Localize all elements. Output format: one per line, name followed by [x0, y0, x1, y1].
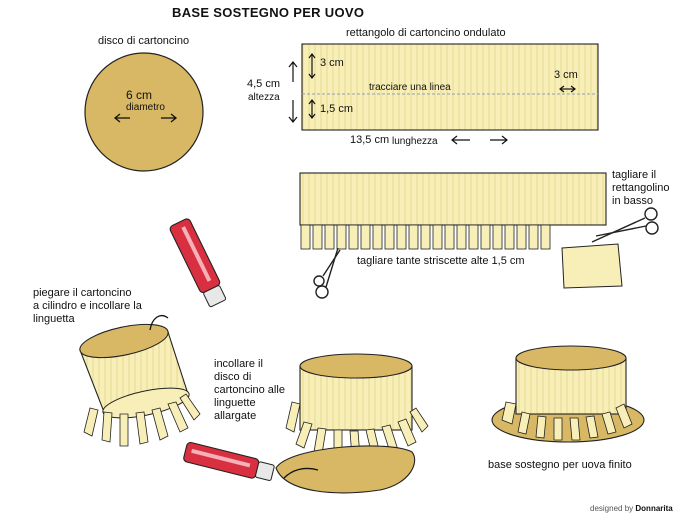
line-instruction: tracciare una linea [369, 82, 451, 93]
page-title: BASE SOSTEGNO PER UOVO [172, 5, 365, 20]
disc-label: disco di cartoncino [98, 35, 190, 47]
cut-instruction-line-1: tagliare il [612, 169, 657, 181]
fringe-strip [324, 224, 335, 250]
fringe-strip [360, 224, 371, 250]
rectangle-label: rettangolo di cartoncino ondulato [346, 27, 506, 39]
fringe-strip [408, 224, 419, 250]
scissors-icon [313, 247, 341, 299]
glue-instruction-line-3: cartoncino alle [214, 384, 285, 396]
credit-prefix: designed by [590, 504, 634, 513]
glue-stick-icon [183, 441, 275, 481]
fringe-strips [83, 393, 201, 447]
fringe-strip [420, 224, 431, 250]
fringe-strip [540, 224, 551, 250]
fold-instruction-line-3: linguetta [33, 313, 75, 325]
length-value: 13,5 cm [350, 134, 390, 146]
pointer-arrow [149, 315, 169, 331]
cardboard-disc [84, 52, 204, 172]
cut-off-strip [561, 243, 623, 289]
fringe-strip [492, 224, 503, 250]
scissors-icon [591, 207, 659, 243]
disc-size: 6 cm [126, 88, 153, 102]
height-word: altezza [248, 92, 280, 103]
fringe-strip [396, 224, 407, 250]
pointer-arrow [283, 467, 319, 479]
fringe-strip [528, 224, 539, 250]
disc-unit: diametro [126, 102, 165, 113]
bottom-band-size: 1,5 cm [320, 103, 354, 115]
cardboard-cylinder [79, 323, 190, 419]
length-word: lunghezza [392, 136, 438, 147]
final-caption: base sostegno per uova finito [488, 459, 632, 471]
glue-stick-icon [169, 218, 227, 308]
fringe-strips [285, 401, 429, 458]
length-dimension-arrows [451, 135, 508, 145]
disc-diameter-arrows [113, 113, 178, 123]
fringe-strip [444, 224, 455, 250]
fringe-strip [516, 224, 527, 250]
glue-instruction-line-4: linguette [214, 397, 256, 409]
top-band-size: 3 cm [320, 57, 344, 69]
fringe-strips [300, 224, 551, 250]
fringe-strip [312, 224, 323, 250]
cardboard-disc [275, 445, 416, 494]
fringe-strip [468, 224, 479, 250]
height-dimension-arrows [288, 53, 576, 123]
fringed-rectangle [299, 172, 607, 226]
fold-instruction-line-2: a cilindro e incollare la [33, 300, 142, 312]
fringe-strip [384, 224, 395, 250]
fringe-strips [501, 401, 633, 441]
finished-egg-stand [491, 345, 645, 443]
fringe-strip [348, 224, 359, 250]
fringe-strip [300, 224, 311, 250]
fringe-strip [336, 224, 347, 250]
fringe-strip [456, 224, 467, 250]
strips-instruction: tagliare tante striscette alte 1,5 cm [357, 255, 525, 267]
fringe-strip [372, 224, 383, 250]
height-value: 4,5 cm [247, 78, 281, 90]
fringe-strip [504, 224, 515, 250]
cut-instruction-line-2: rettangolino [612, 182, 670, 194]
designer-credit: designed by Donnarita [590, 502, 673, 515]
fringe-strip [480, 224, 491, 250]
fringe-strip [432, 224, 443, 250]
glue-instruction-line-2: disco di [214, 371, 252, 383]
corrugated-rectangle [301, 43, 599, 131]
credit-brand: Donnarita [635, 504, 673, 513]
cardboard-cylinder [299, 353, 413, 431]
right-band-size: 3 cm [554, 69, 578, 81]
glue-instruction-line-1: incollare il [214, 358, 263, 370]
fold-instruction-line-1: piegare il cartoncino [33, 287, 132, 299]
glue-instruction-line-5: allargate [214, 410, 257, 422]
cut-instruction-line-3: in basso [612, 195, 653, 207]
